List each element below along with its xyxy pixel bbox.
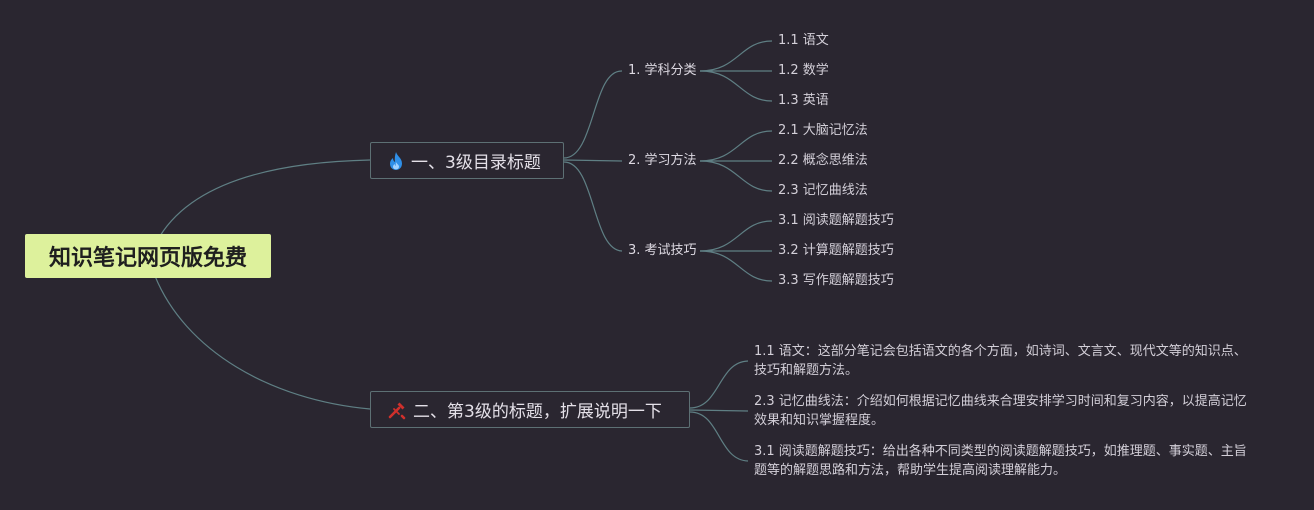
- connector-line: [699, 130, 773, 162]
- connector-line: [689, 360, 749, 409]
- leaf-label: 1.2 数学: [778, 63, 829, 78]
- subtopic-methods[interactable]: 2. 学习方法: [628, 152, 697, 170]
- connector-line: [159, 159, 371, 237]
- leaf-topic[interactable]: 2.2 概念思维法: [778, 152, 868, 170]
- branch-topic-1[interactable]: 一、3级目录标题: [370, 142, 564, 179]
- connector-line: [689, 411, 749, 462]
- leaf-label: 2.2 概念思维法: [778, 153, 868, 168]
- note-topic[interactable]: 2.3 记忆曲线法：介绍如何根据记忆曲线来合理安排学习时间和复习内容，以提高记忆…: [754, 392, 1254, 430]
- note-text: 3.1 阅读题解题技巧：给出各种不同类型的阅读题解题技巧，如推理题、事实题、主旨…: [754, 444, 1247, 478]
- note-topic[interactable]: 1.1 语文：这部分笔记会包括语文的各个方面，如诗词、文言文、现代文等的知识点、…: [754, 342, 1254, 380]
- leaf-topic[interactable]: 3.3 写作题解题技巧: [778, 272, 894, 290]
- branch-topic-2[interactable]: 二、第3级的标题，扩展说明一下: [370, 391, 690, 428]
- root-topic-label: 知识笔记网页版免费: [48, 246, 247, 271]
- connector-line: [154, 275, 371, 410]
- leaf-label: 1.1 语文: [778, 33, 829, 48]
- leaf-label: 3.2 计算题解题技巧: [778, 243, 894, 258]
- leaf-topic[interactable]: 1.3 英语: [778, 92, 829, 110]
- connector-line: [689, 409, 749, 412]
- leaf-label: 3.1 阅读题解题技巧: [778, 213, 894, 228]
- subtopic-label: 2. 学习方法: [628, 153, 697, 168]
- leaf-topic[interactable]: 3.1 阅读题解题技巧: [778, 212, 894, 230]
- note-text: 2.3 记忆曲线法：介绍如何根据记忆曲线来合理安排学习时间和复习内容，以提高记忆…: [754, 394, 1247, 428]
- leaf-label: 1.3 英语: [778, 93, 829, 108]
- connector-line: [699, 250, 773, 282]
- leaf-label: 3.3 写作题解题技巧: [778, 273, 894, 288]
- branch-topic-2-label: 二、第3级的标题，扩展说明一下: [413, 402, 662, 422]
- root-topic[interactable]: 知识笔记网页版免费: [25, 234, 271, 278]
- connector-line: [699, 160, 773, 192]
- subtopic-exam-skills[interactable]: 3. 考试技巧: [628, 242, 697, 260]
- subtopic-label: 1. 学科分类: [628, 63, 697, 78]
- leaf-topic[interactable]: 2.1 大脑记忆法: [778, 122, 868, 140]
- leaf-topic[interactable]: 1.1 语文: [778, 32, 829, 50]
- connector-line: [699, 220, 773, 252]
- connector-line: [563, 70, 623, 159]
- leaf-topic[interactable]: 3.2 计算题解题技巧: [778, 242, 894, 260]
- leaf-label: 2.1 大脑记忆法: [778, 123, 868, 138]
- connector-line: [699, 40, 773, 72]
- branch-topic-1-label: 一、3级目录标题: [411, 153, 541, 173]
- leaf-topic[interactable]: 2.3 记忆曲线法: [778, 182, 868, 200]
- subtopic-subjects[interactable]: 1. 学科分类: [628, 62, 697, 80]
- leaf-label: 2.3 记忆曲线法: [778, 183, 868, 198]
- note-text: 1.1 语文：这部分笔记会包括语文的各个方面，如诗词、文言文、现代文等的知识点、…: [754, 344, 1247, 378]
- note-topic[interactable]: 3.1 阅读题解题技巧：给出各种不同类型的阅读题解题技巧，如推理题、事实题、主旨…: [754, 442, 1254, 480]
- connector-line: [563, 159, 623, 162]
- connector-line: [563, 161, 623, 252]
- leaf-topic[interactable]: 1.2 数学: [778, 62, 829, 80]
- tools-icon: [387, 400, 407, 420]
- connector-line: [699, 70, 773, 102]
- subtopic-label: 3. 考试技巧: [628, 243, 697, 258]
- flame-icon: [387, 151, 405, 171]
